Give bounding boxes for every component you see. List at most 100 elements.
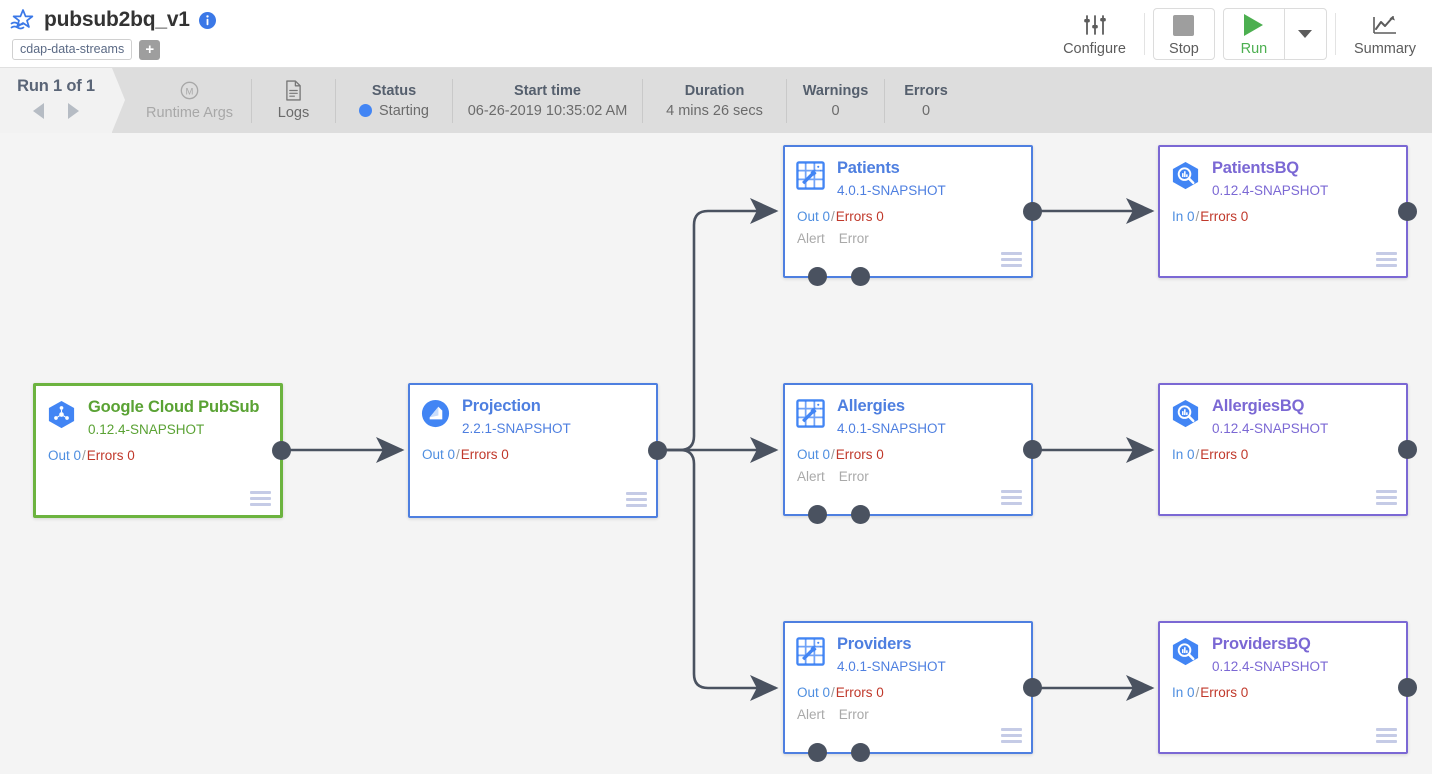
node-metrics: Out 0/Errors 0 [785,676,1031,700]
node-title: PatientsBQ [1212,159,1299,177]
node-patientsbq[interactable]: PatientsBQ 0.12.4-SNAPSHOT In 0/Errors 0 [1158,145,1417,278]
metric-separator: / [82,448,86,463]
run-selector: Run 1 of 1 [0,68,112,133]
tag-row: cdap-data-streams + [12,39,216,60]
run-button-group: Run [1222,8,1327,60]
run-dropdown-button[interactable] [1283,9,1326,59]
node-projection[interactable]: Projection 2.2.1-SNAPSHOT Out 0/Errors 0 [408,383,667,518]
status-dot-icon [359,104,372,117]
hamburger-menu-icon[interactable] [1001,252,1022,267]
warnings-stat: Warnings 0 [787,78,885,123]
node-version: 0.12.4-SNAPSHOT [88,422,205,437]
runtime-args-button[interactable]: M Runtime Args [128,78,252,123]
edge-layer [281,198,1155,701]
alert-port[interactable] [808,266,827,286]
toolbar-divider [1143,13,1145,55]
node-metric-out: Out 0 [797,209,831,224]
trend-chart-icon [1372,13,1398,38]
status-badge: Starting [379,102,429,119]
node-metrics: Out 0/Errors 0 [36,439,280,463]
alert-port[interactable] [808,742,827,762]
node-metrics: In 0/Errors 0 [1160,200,1406,224]
error-port-label: Error [838,469,869,484]
output-port[interactable] [1398,440,1417,459]
bigquery-hexagon-icon [1170,636,1201,667]
metric-separator: / [831,447,835,462]
hamburger-menu-icon[interactable] [626,492,647,507]
node-allergies[interactable]: Allergies 4.0.1-SNAPSHOT Out 0/Errors 0 … [783,383,1042,524]
start-time-header: Start time [514,82,581,99]
run-button[interactable]: Run [1224,9,1284,59]
pipeline-canvas[interactable]: Google Cloud PubSub 0.12.4-SNAPSHOT Out … [0,133,1432,774]
caret-left-icon[interactable] [33,103,44,119]
node-version: 4.0.1-SNAPSHOT [837,421,946,436]
node-port-labels: Alert Error [785,700,1031,722]
metric-separator: / [1195,685,1200,700]
node-metric-errors: Errors 0 [835,447,884,462]
alert-port[interactable] [808,504,827,524]
hamburger-menu-icon[interactable] [1376,490,1397,505]
error-port[interactable] [851,742,870,762]
output-port[interactable] [272,441,291,460]
play-triangle-icon [1244,13,1264,38]
run-status-bar: Run 1 of 1 M Runtime Args [0,68,1432,133]
warnings-value: 0 [831,102,840,119]
node-allergiesbq[interactable]: AllergiesBQ 0.12.4-SNAPSHOT In 0/Errors … [1158,383,1417,516]
toolbar-actions: Configure Stop Run [1053,4,1426,64]
tag-chip[interactable]: cdap-data-streams [12,39,133,60]
error-port[interactable] [851,266,870,286]
node-metric-in: In 0 [1172,447,1195,462]
configure-button[interactable]: Configure [1053,10,1136,59]
output-port[interactable] [1023,440,1042,459]
sliders-icon [1082,13,1108,38]
caret-right-icon[interactable] [68,103,79,119]
top-toolbar: pubsub2bq_v1 cdap-data-streams + [0,0,1432,68]
node-metric-errors: Errors 0 [460,447,509,462]
node-metric-in: In 0 [1172,209,1195,224]
output-port[interactable] [1023,202,1042,221]
macro-m-icon: M [180,81,199,101]
output-port[interactable] [1398,202,1417,221]
error-port[interactable] [851,504,870,524]
hamburger-menu-icon[interactable] [1001,490,1022,505]
node-metric-errors: Errors 0 [835,209,884,224]
node-metrics: Out 0/Errors 0 [785,438,1031,462]
node-port-labels: Alert Error [785,462,1031,484]
run-label: Run [1240,40,1268,57]
node-patients[interactable]: Patients 4.0.1-SNAPSHOT Out 0/Errors 0 A… [783,145,1042,286]
bigquery-hexagon-icon [1170,398,1201,429]
summary-button[interactable]: Summary [1344,10,1426,59]
metric-separator: / [1195,447,1200,462]
node-metrics: In 0/Errors 0 [1160,438,1406,462]
info-icon[interactable] [198,11,216,29]
node-pubsub[interactable]: Google Cloud PubSub 0.12.4-SNAPSHOT Out … [33,383,291,518]
node-version: 2.2.1-SNAPSHOT [462,421,571,436]
wrangler-magic-wand-icon [795,398,826,429]
run-count-label: Run 1 of 1 [17,77,95,95]
alert-port-label: Alert [797,707,825,722]
hamburger-menu-icon[interactable] [250,491,271,506]
node-title: Google Cloud PubSub [88,398,260,416]
output-port[interactable] [648,441,667,460]
hamburger-menu-icon[interactable] [1001,728,1022,743]
output-port[interactable] [1398,678,1417,697]
node-metric-errors: Errors 0 [1200,447,1249,462]
node-title: AllergiesBQ [1212,397,1305,415]
alert-port-label: Alert [797,469,825,484]
hamburger-menu-icon[interactable] [1376,728,1397,743]
duration-header: Duration [684,82,745,99]
node-metrics: Out 0/Errors 0 [410,438,656,462]
add-tag-button[interactable]: + [139,39,161,60]
page-title: pubsub2bq_v1 [44,8,190,31]
stop-button[interactable]: Stop [1152,8,1215,60]
logs-button[interactable]: Logs [252,78,336,123]
node-title: ProvidersBQ [1212,635,1311,653]
node-providersbq[interactable]: ProvidersBQ 0.12.4-SNAPSHOT In 0/Errors … [1158,621,1417,754]
error-port-label: Error [838,707,869,722]
hamburger-menu-icon[interactable] [1376,252,1397,267]
node-port-labels: Alert Error [785,224,1031,246]
output-port[interactable] [1023,678,1042,697]
status-value-row: Starting [359,103,429,119]
node-providers[interactable]: Providers 4.0.1-SNAPSHOT Out 0/Errors 0 … [783,621,1042,762]
